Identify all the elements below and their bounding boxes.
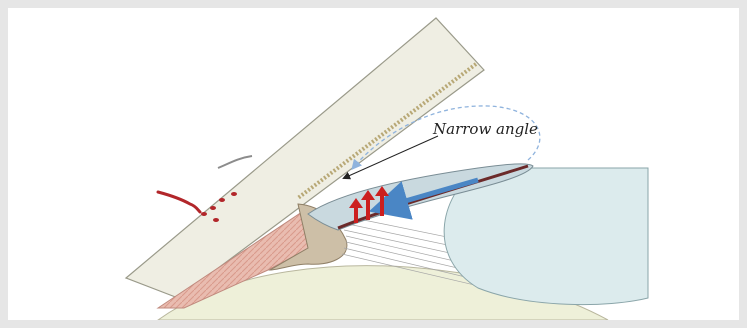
figure-frame: Narrow angle [8,8,739,320]
pressure-arrows [349,186,389,223]
narrow-angle-diagram: Narrow angle [8,8,739,320]
narrow-angle-label: Narrow angle [432,120,538,138]
blood-vessel [158,192,200,212]
schlemm-canal [218,156,252,168]
